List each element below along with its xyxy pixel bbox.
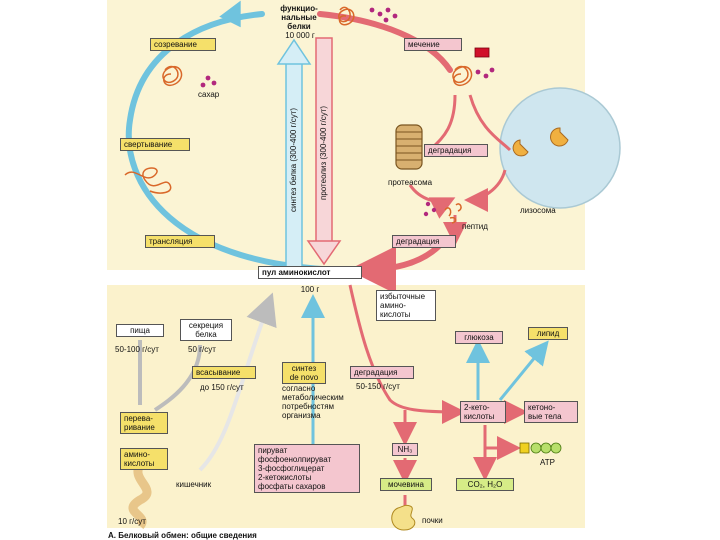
degradation-bottom-box: деградация — [350, 366, 414, 379]
proteasome-to-peptide — [408, 184, 456, 219]
protein-coil-top — [338, 6, 355, 26]
absorption-rate-label: до 150 г/сут — [200, 383, 244, 392]
labeling-box: мечение — [404, 38, 462, 51]
synthesis-denovo-box: синтез de novo — [282, 362, 326, 384]
atp-icon — [519, 442, 562, 454]
proteolysis-vertical-label: протеолиз (300-400 г/сут) — [319, 105, 328, 200]
amino-acids-box: амино- кислоты — [120, 448, 168, 470]
proteolysis-arrow — [306, 37, 342, 266]
lysosome-pacman-2 — [512, 139, 529, 157]
lysosome-label: лизосома — [520, 206, 556, 215]
sugar-dots — [200, 7, 495, 217]
degradation-mid-box: деградация — [392, 235, 456, 248]
keto-to-lipid — [498, 340, 549, 401]
food-rate-label: 50-100 г/сут — [115, 345, 159, 354]
lysosome-shape — [499, 87, 621, 209]
precursors-box: пируват фосфоенолпируват 3-фосфоглицерат… — [254, 444, 360, 493]
proteasome-label: протеасома — [388, 178, 433, 187]
faeces-rate-label: 10 г/сут — [118, 517, 146, 526]
urea-box: мочевина — [380, 478, 432, 491]
maturation-box: созревание — [150, 38, 216, 51]
amino-pool-box: пул аминокислот — [258, 266, 362, 279]
digestion-box: перева- ривание — [120, 412, 168, 434]
keto-acids-box: 2-кето- кислоты — [460, 401, 506, 423]
figure-caption: А. Белковый обмен: общие сведения — [108, 531, 257, 540]
folding-box: свертывание — [120, 138, 190, 151]
cycle-return-arrow — [219, 0, 241, 28]
synthesis-vertical-label: синтез белка (300-400 г/сут) — [289, 107, 298, 212]
lysosome-to-peptide — [464, 169, 507, 212]
absorption-box: всасывание — [192, 366, 256, 379]
protein-coil-labeled — [452, 65, 473, 87]
excess-amino-box: избыточные амино- кислоты — [376, 290, 436, 321]
secretion-rate-label: 50 г/сут — [188, 345, 216, 354]
kidney-label: почки — [422, 516, 443, 525]
nh3-box: NH₃ — [392, 443, 418, 456]
secretion-arrow — [153, 344, 202, 412]
lysosome-pacman — [550, 127, 569, 147]
functional-mass-label: 10 000 г — [285, 31, 315, 40]
label-flag-icon — [474, 47, 490, 58]
degradation-top-box: деградация — [424, 144, 488, 157]
peptide-fragments — [444, 203, 462, 224]
protein-folding — [124, 167, 172, 194]
cycle-blue-arc — [125, 11, 359, 273]
glucose-box: глюкоза — [455, 331, 503, 344]
co2-h2o-box: CO₂, H₂O — [456, 478, 514, 491]
atp-label: ATP — [540, 458, 555, 467]
functional-proteins-label: функцио- нальные белки — [280, 4, 318, 31]
sugar-label: сахар — [198, 90, 220, 99]
lipid-box: липид — [528, 327, 568, 340]
intestine-label: кишечник — [176, 480, 212, 489]
cycle-red-arc-bottom — [348, 242, 443, 294]
pool-mass-label: 100 г — [300, 285, 320, 294]
amino-to-degradation — [348, 284, 466, 424]
intestine-path — [128, 462, 152, 530]
ketone-bodies-box: кетоно- вые тела — [524, 401, 578, 423]
translation-box: трансляция — [145, 235, 215, 248]
proteasome-icon — [395, 124, 423, 170]
to-lysosome-arrow — [468, 94, 512, 152]
food-box: пища — [116, 324, 164, 337]
secretion-box: секреция белка — [180, 319, 232, 341]
protein-coil-maturation — [162, 65, 183, 87]
peptide-label: пептид — [462, 222, 488, 231]
kidney-icon — [391, 504, 416, 531]
degradation-rate-label: 50-150 г/сут — [356, 382, 400, 391]
absorption-arrow — [198, 292, 277, 472]
denovo-note-label: согласно метаболическим потребностям орг… — [282, 384, 344, 420]
